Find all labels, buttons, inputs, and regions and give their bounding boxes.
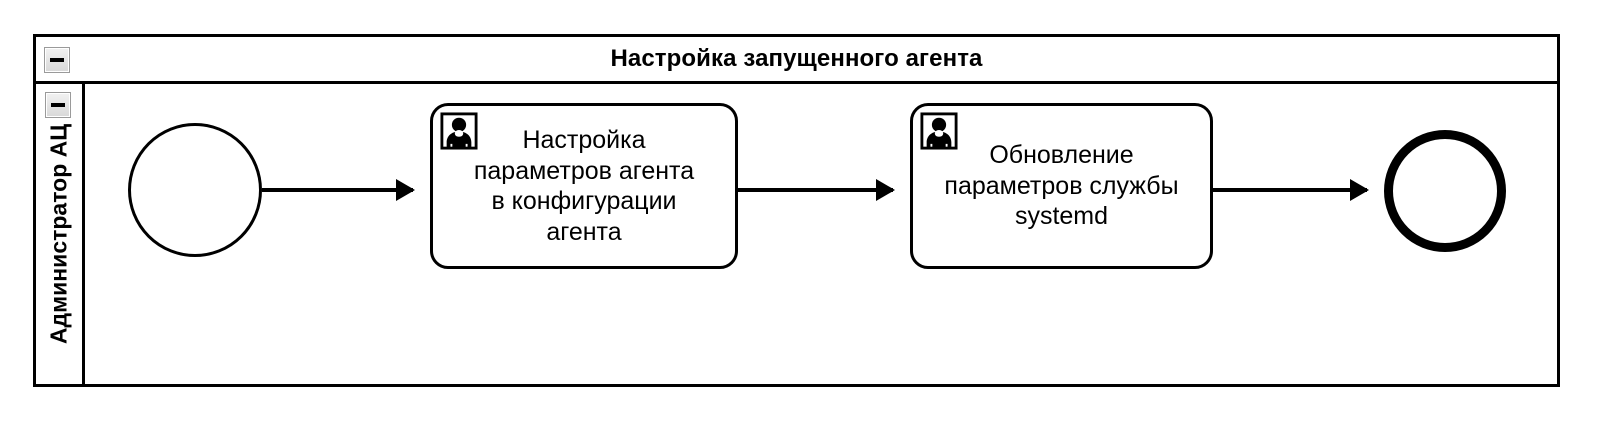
user-task-update-systemd-params[interactable]: Обновление параметров службы systemd [910, 103, 1213, 269]
pool-collapse-icon[interactable] [44, 47, 70, 73]
lane-label: Администратор АЦ [45, 123, 72, 345]
lane-body: Настройка параметров агента в конфигурац… [85, 84, 1557, 384]
pool-title: Настройка запущенного агента [610, 45, 983, 72]
pool-header: Настройка запущенного агента [36, 37, 1557, 84]
lane-header: Администратор АЦ [36, 84, 85, 384]
bpmn-pool[interactable]: Настройка запущенного агента Администрат… [33, 34, 1560, 387]
minus-glyph [50, 58, 64, 62]
bpmn-lane[interactable]: Администратор АЦ Настройка параметров аг… [36, 84, 1557, 384]
process-flow-canvas: Настройка параметров агента в конфигурац… [85, 84, 1557, 384]
minus-glyph [51, 103, 65, 107]
end-event[interactable] [1384, 130, 1506, 252]
task-label: Обновление параметров службы systemd [944, 141, 1179, 231]
start-event[interactable] [128, 123, 262, 257]
sequence-flow-start-to-task-1[interactable] [262, 188, 413, 192]
task-label: Настройка параметров агента в конфигурац… [473, 126, 695, 246]
user-task-icon [440, 112, 478, 150]
sequence-flow-task-1-to-task-2[interactable] [738, 188, 893, 192]
user-task-configure-agent-params[interactable]: Настройка параметров агента в конфигурац… [430, 103, 738, 269]
lane-collapse-icon[interactable] [45, 92, 71, 118]
sequence-flow-task-2-to-end[interactable] [1213, 188, 1367, 192]
user-task-icon [920, 112, 958, 150]
